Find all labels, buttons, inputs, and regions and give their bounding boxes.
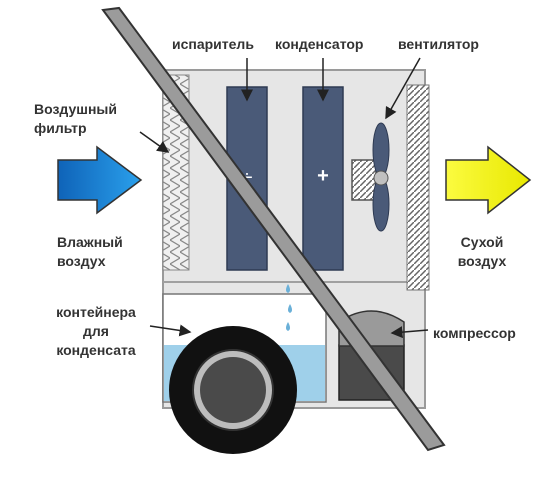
evaporator-sign: ÷	[242, 167, 253, 189]
fan	[351, 122, 390, 232]
fan-motor	[351, 159, 377, 201]
wheel-hub	[200, 357, 266, 423]
pointer-fan	[385, 57, 421, 120]
label-humid-air-line2: воздух	[57, 253, 106, 269]
outlet-grill	[406, 84, 430, 291]
water-drop	[288, 304, 292, 313]
label-air-filter-line1: Воздушный	[34, 101, 117, 117]
condenser-coil	[302, 86, 344, 271]
fan-blade-top	[372, 122, 390, 178]
label-container-line1: контейнера	[56, 304, 136, 320]
pointer-compressor	[390, 326, 429, 339]
label-condenser: конденсатор	[275, 36, 364, 52]
outlet-air-arrow	[445, 145, 532, 215]
label-air-filter-line2: фильтр	[34, 120, 87, 136]
fan-hub	[373, 170, 389, 186]
label-dry-air-line1: Сухой	[460, 234, 504, 250]
label-air-filter: Воздушный фильтр	[34, 100, 117, 138]
label-container-line2: для	[83, 323, 109, 339]
cutaway-pole	[101, 6, 446, 452]
label-container-line3: конденсата	[56, 342, 136, 358]
inlet-air-arrow	[57, 145, 143, 215]
label-humid-air-line1: Влажный	[57, 234, 123, 250]
label-fan: вентилятор	[398, 36, 479, 52]
label-container: контейнера для конденсата	[40, 303, 152, 360]
condenser-sign: +	[317, 165, 329, 187]
water-drop	[286, 322, 290, 331]
label-evaporator: испаритель	[172, 36, 254, 52]
water-drop	[286, 284, 290, 293]
label-humid-air: Влажный воздух	[57, 233, 123, 271]
label-dry-air: Сухой воздух	[447, 233, 517, 271]
pointer-filter	[139, 131, 170, 153]
label-compressor: компрессор	[433, 325, 516, 341]
pointer-container	[149, 324, 192, 337]
label-dry-air-line2: воздух	[457, 253, 507, 269]
